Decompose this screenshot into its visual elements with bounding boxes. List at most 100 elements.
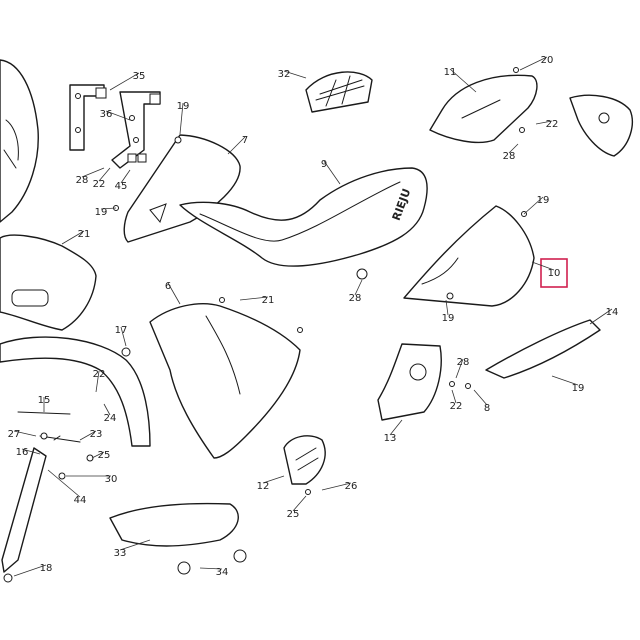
callout-leader xyxy=(227,136,246,155)
callout-label: 19 xyxy=(537,195,550,206)
callout-label: 20 xyxy=(541,55,554,66)
callout-leader xyxy=(91,451,105,459)
part-left-side-cover xyxy=(0,234,97,331)
callout-leader xyxy=(523,196,544,215)
callout-label: 28 xyxy=(457,357,470,368)
callout-label: 19 xyxy=(177,101,190,112)
part-rear-light-cover xyxy=(569,94,633,157)
callout-leader xyxy=(120,326,127,347)
callout-leader xyxy=(451,389,457,404)
callout-label: 16 xyxy=(16,447,29,458)
callout-label: 36 xyxy=(100,109,113,120)
callout-leader xyxy=(103,403,111,416)
callout-leader xyxy=(120,169,131,184)
callout-label: 44 xyxy=(74,495,87,506)
callout-leader xyxy=(13,430,37,437)
callout-leader xyxy=(100,207,117,210)
callout-leader xyxy=(283,70,307,79)
callout-label: 27 xyxy=(8,429,21,440)
callout-leader xyxy=(81,167,105,178)
callout-leader xyxy=(455,358,464,379)
callout-leader xyxy=(179,102,184,135)
callout-label: 28 xyxy=(76,175,89,186)
callout-leader xyxy=(47,469,81,498)
callout-leader xyxy=(323,160,341,185)
callout-label: 19 xyxy=(572,383,585,394)
callout-leader xyxy=(354,279,363,296)
callout-leader xyxy=(105,110,131,121)
part-front-fairing xyxy=(0,59,39,223)
callout-leader xyxy=(292,495,307,512)
callout-label: 28 xyxy=(349,293,362,304)
callout-label: 35 xyxy=(133,71,146,82)
part-mount-bracket xyxy=(69,84,161,169)
callout-label: 12 xyxy=(257,481,270,492)
callout-label: 11 xyxy=(444,67,457,78)
callout-leader xyxy=(109,72,140,91)
part-skid-plate xyxy=(109,502,247,575)
callout-leader xyxy=(551,375,579,386)
callout-leader xyxy=(449,68,477,93)
callout-label: 17 xyxy=(115,325,128,336)
callout-leader xyxy=(262,475,285,484)
callout-label: 22 xyxy=(546,119,559,130)
callout-label: 34 xyxy=(216,567,229,578)
callout-leader xyxy=(21,448,41,455)
callout-label: 22 xyxy=(93,369,106,380)
callout-label: 25 xyxy=(98,450,111,461)
callout-label: 21 xyxy=(262,295,275,306)
callout-label: 45 xyxy=(115,181,128,192)
callout-leader xyxy=(119,539,151,551)
callout-label: 30 xyxy=(105,474,118,485)
callout-leader xyxy=(79,430,97,441)
callout-label: 6 xyxy=(165,281,171,292)
callout-label: 15 xyxy=(38,395,51,406)
callout-label: 33 xyxy=(114,548,127,559)
callout-leader xyxy=(445,299,449,316)
callout-leader xyxy=(321,482,352,491)
callout-leader xyxy=(239,296,269,301)
callout-label: 28 xyxy=(503,151,516,162)
callout-label: 10 xyxy=(548,268,561,279)
part-rear-mudguard xyxy=(0,336,151,447)
part-strap xyxy=(1,447,47,583)
callout-leader xyxy=(98,167,111,182)
callout-leader xyxy=(508,143,519,154)
callout-label: 22 xyxy=(450,401,463,412)
callout-label: 32 xyxy=(278,69,291,80)
callout-leader xyxy=(589,308,613,325)
part-clips xyxy=(17,411,81,443)
callout-leader xyxy=(389,419,403,436)
part-belly-pan xyxy=(149,303,301,459)
part-side-panel xyxy=(403,205,535,307)
callout-leader xyxy=(95,370,100,393)
part-tail-cowl xyxy=(429,74,538,144)
callout-leader xyxy=(61,230,85,245)
callout-label: 18 xyxy=(40,563,53,574)
callout-leader xyxy=(519,56,548,71)
callout-label: 23 xyxy=(90,429,103,440)
callout-label: 13 xyxy=(384,433,397,444)
part-luggage-rack xyxy=(305,71,373,113)
callout-label: 19 xyxy=(442,313,455,324)
callout-label: 24 xyxy=(104,413,117,424)
part-chain-case xyxy=(377,343,442,421)
part-seat: RIEJU xyxy=(179,167,428,267)
callout-leader xyxy=(167,282,181,305)
callout-label: 25 xyxy=(287,509,300,520)
part-sprocket-cover xyxy=(283,435,326,485)
part-side-fairing xyxy=(123,134,241,243)
callout-label: 14 xyxy=(606,307,619,318)
callout-label: 21 xyxy=(78,229,91,240)
callout-leader xyxy=(473,389,488,406)
highlight-box xyxy=(540,258,568,288)
callout-leader xyxy=(535,120,553,125)
part-rear-bracket xyxy=(485,319,601,379)
callout-label: 19 xyxy=(95,207,108,218)
callout-label: 9 xyxy=(321,159,327,170)
callout-leader xyxy=(13,564,47,577)
callout-leader xyxy=(531,261,555,271)
callout-label: 8 xyxy=(484,403,490,414)
